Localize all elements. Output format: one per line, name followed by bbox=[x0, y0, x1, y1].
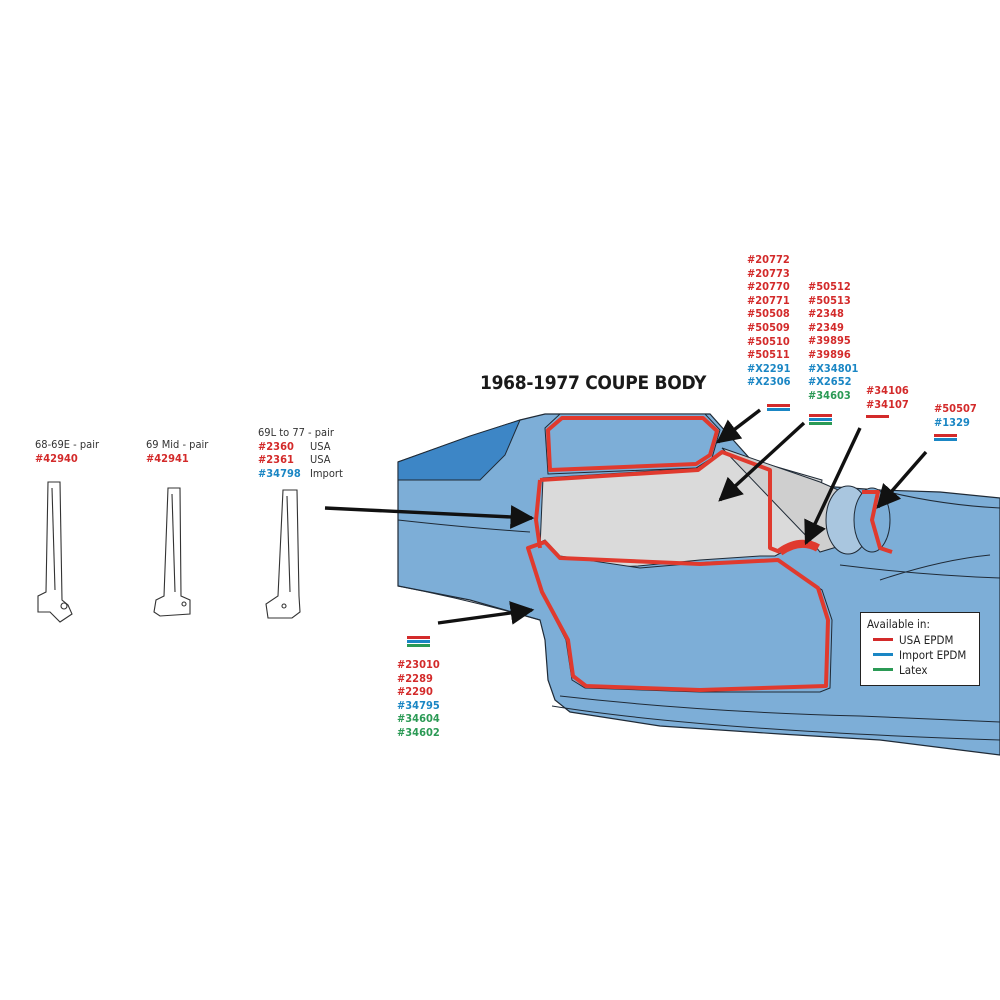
pillar-drawing-3 bbox=[265, 489, 301, 619]
part-number: #39896 bbox=[808, 347, 851, 361]
part-number: #2349 bbox=[808, 320, 844, 334]
part-number: #X2652 bbox=[808, 375, 852, 389]
pillar-part-number: #42940 bbox=[35, 451, 78, 465]
arrow-rear bbox=[876, 450, 928, 509]
callout-arrows bbox=[324, 408, 928, 625]
part-number: #50511 bbox=[747, 348, 790, 362]
part-number: #23010 bbox=[397, 658, 440, 671]
arrow-door bbox=[437, 601, 535, 625]
pillar-part-number: #42941 bbox=[146, 451, 189, 465]
part-number: #50508 bbox=[747, 307, 790, 321]
pillar-part-note: USA bbox=[310, 453, 331, 467]
material-legend: Available in: USA EPDM Import EPDM Latex bbox=[860, 612, 980, 686]
part-number: #20771 bbox=[747, 293, 790, 307]
part-number: #50510 bbox=[747, 334, 790, 348]
legend-item-latex: Latex bbox=[873, 662, 973, 677]
part-number: #34106 bbox=[866, 384, 909, 397]
pillar-part-number: #2361 bbox=[258, 453, 294, 467]
part-number: #50509 bbox=[747, 320, 790, 334]
pillar-group-2: 69 Mid - pair #42941 bbox=[146, 438, 208, 465]
door-seal bbox=[526, 540, 830, 692]
part-number: #X2306 bbox=[747, 375, 791, 389]
part-number: #X2291 bbox=[747, 361, 791, 375]
part-number: #50512 bbox=[808, 280, 851, 293]
legend-swatch bbox=[873, 653, 893, 656]
legend-item-usa-epdm: USA EPDM bbox=[873, 632, 973, 647]
callout-window-parts: #50512#50513#2348#2349#39895#39896#X3480… bbox=[808, 280, 858, 402]
pillar-part-number: #2360 bbox=[258, 439, 294, 453]
part-number: #2290 bbox=[397, 685, 433, 699]
swatch-roof bbox=[767, 404, 790, 412]
callout-roof-parts: #20772#20773#20770#20771#50508#50509#505… bbox=[747, 253, 790, 389]
pillar-part-number: #34798 bbox=[258, 466, 301, 480]
part-number: #34604 bbox=[397, 712, 440, 726]
legend-swatch bbox=[873, 638, 893, 641]
car-body bbox=[397, 413, 1000, 756]
pillar-part-note: Import bbox=[310, 466, 343, 480]
pillar-label-2: 69 Mid - pair bbox=[146, 438, 209, 451]
pillar-drawing-1 bbox=[37, 481, 73, 623]
part-number: #2289 bbox=[397, 671, 433, 685]
callout-door-parts: #23010#2289#2290#34795#34604#34602 bbox=[397, 658, 440, 740]
callout-rear-parts: #50507#1329 bbox=[934, 402, 977, 429]
diagram-title: 1968-1977 COUPE BODY bbox=[480, 372, 707, 394]
seal-outlines bbox=[526, 416, 893, 692]
part-number: #20772 bbox=[747, 253, 790, 266]
roof-panel-seal bbox=[546, 416, 719, 472]
swatch-door bbox=[407, 636, 430, 648]
arrow-window bbox=[718, 421, 806, 502]
window-seal bbox=[534, 450, 781, 554]
swatch-window bbox=[809, 414, 832, 426]
arrow-pillar bbox=[324, 505, 535, 529]
legend-label: Latex bbox=[899, 662, 928, 677]
legend-item-import-epdm: Import EPDM bbox=[873, 647, 973, 662]
part-number: #34107 bbox=[866, 397, 909, 411]
legend-label: USA EPDM bbox=[899, 632, 954, 647]
pillar-label-1: 68-69E - pair bbox=[35, 438, 100, 451]
legend-swatch bbox=[873, 668, 893, 671]
pillar-label-3: 69L to 77 - pair bbox=[258, 426, 334, 439]
arrow-roof bbox=[716, 408, 762, 444]
part-number: #34795 bbox=[397, 698, 440, 712]
arrow-corner bbox=[804, 427, 862, 546]
part-number: #34602 bbox=[397, 725, 440, 739]
part-number: #1329 bbox=[934, 415, 970, 429]
rear-seal bbox=[862, 490, 893, 554]
legend-heading: Available in: bbox=[867, 617, 930, 631]
pillar-part-note: USA bbox=[310, 439, 331, 453]
pillar-drawing-2 bbox=[153, 487, 191, 617]
pillar-group-1: 68-69E - pair #42940 bbox=[35, 438, 99, 465]
swatch-corner bbox=[866, 415, 889, 419]
legend-label: Import EPDM bbox=[899, 647, 967, 662]
part-number: #20773 bbox=[747, 266, 790, 280]
part-number: #X34801 bbox=[808, 361, 859, 375]
part-number: #50507 bbox=[934, 402, 977, 415]
swatch-rear bbox=[934, 434, 957, 442]
part-number: #20770 bbox=[747, 280, 790, 294]
callout-corner-parts: #34106#34107 bbox=[866, 384, 909, 411]
part-number: #50513 bbox=[808, 293, 851, 307]
part-number: #2348 bbox=[808, 307, 844, 321]
part-number: #34603 bbox=[808, 388, 851, 402]
corner-seal bbox=[777, 539, 820, 556]
part-number: #39895 bbox=[808, 334, 851, 348]
